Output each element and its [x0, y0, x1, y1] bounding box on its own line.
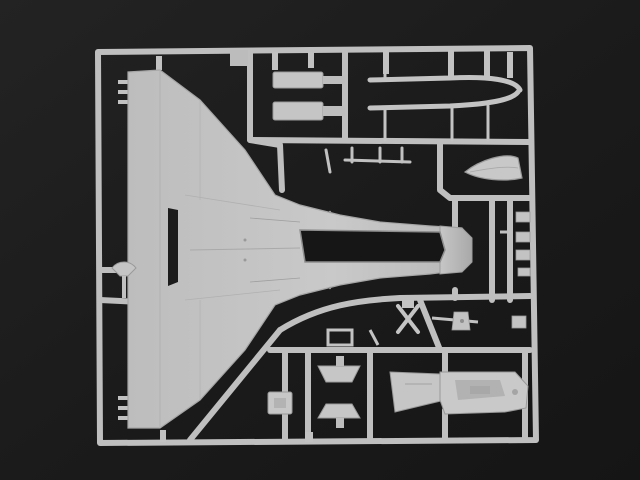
pitot-part: [431, 311, 479, 331]
seat-part-lower: [317, 403, 361, 428]
small-frame-part: [326, 328, 380, 347]
left-strut-part: [111, 261, 137, 298]
small-probe-parts: [324, 146, 412, 174]
pod-part-top: [272, 71, 345, 89]
x-shaped-part: [396, 300, 420, 334]
pod-part-bottom: [272, 101, 345, 121]
cockpit-tub-part: [389, 371, 529, 415]
sprue-frame: [95, 45, 539, 446]
right-small-parts: [500, 211, 531, 329]
seat-part-upper: [317, 356, 361, 383]
box-part-left: [267, 391, 293, 415]
canopy-part: [463, 155, 523, 181]
fuselage-wing-part: [127, 69, 473, 429]
long-rail-parts: [367, 58, 523, 142]
